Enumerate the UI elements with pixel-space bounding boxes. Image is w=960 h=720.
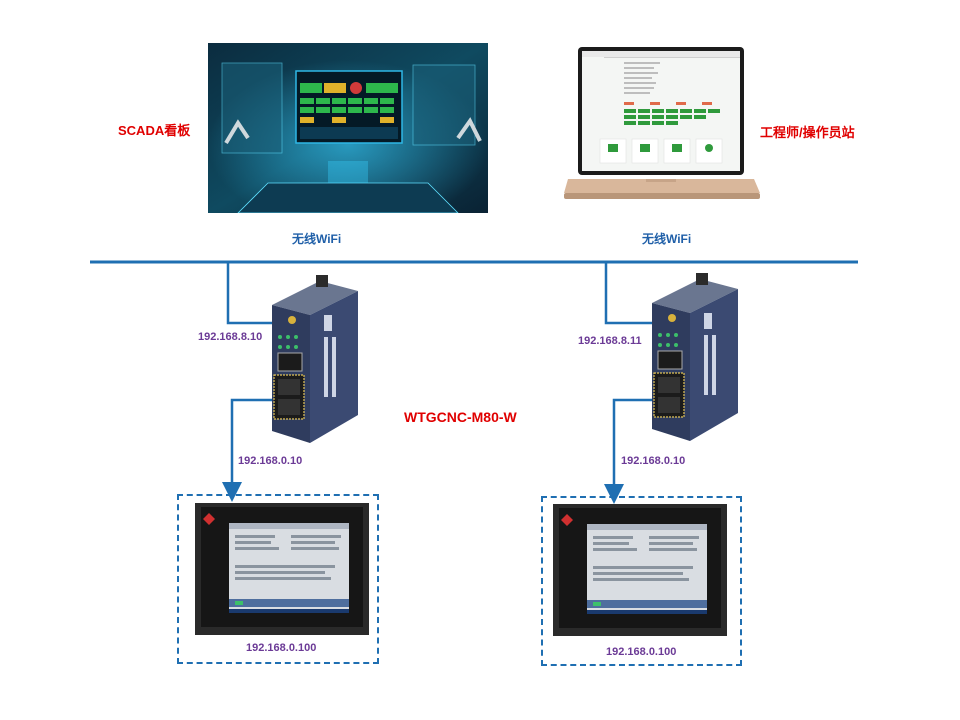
right-lan-link: [604, 398, 660, 504]
right-cnc-ip: 192.168.0.100: [606, 646, 677, 658]
left-cnc-frame: [177, 494, 379, 664]
left-cnc-ip: 192.168.0.100: [246, 642, 317, 654]
station-label: 工程师/操作员站: [760, 125, 855, 140]
laptop-station-image: [564, 47, 760, 199]
scada-dashboard-image: [208, 43, 488, 213]
scada-label: SCADA看板: [118, 123, 191, 138]
right-gateway-lan-ip: 192.168.0.10: [621, 455, 686, 467]
left-gateway-wifi-ip: 192.168.8.10: [198, 331, 263, 343]
right-gateway-device: [652, 273, 738, 441]
scada-wifi-label: 无线WiFi: [292, 232, 342, 246]
right-cnc-frame: [541, 496, 742, 666]
left-lan-link: [222, 398, 280, 502]
left-cnc-screen: [195, 503, 369, 635]
right-cnc-screen: [553, 504, 727, 636]
right-gateway-wifi-ip: 192.168.8.11: [578, 335, 642, 347]
left-gateway-lan-ip: 192.168.0.10: [238, 455, 303, 467]
gateway-model-label: WTGCNC-M80-W: [404, 409, 517, 425]
station-wifi-label: 无线WiFi: [642, 232, 692, 246]
left-wifi-link: [226, 262, 284, 325]
right-wifi-link: [604, 262, 662, 325]
left-gateway-device: [272, 275, 358, 443]
